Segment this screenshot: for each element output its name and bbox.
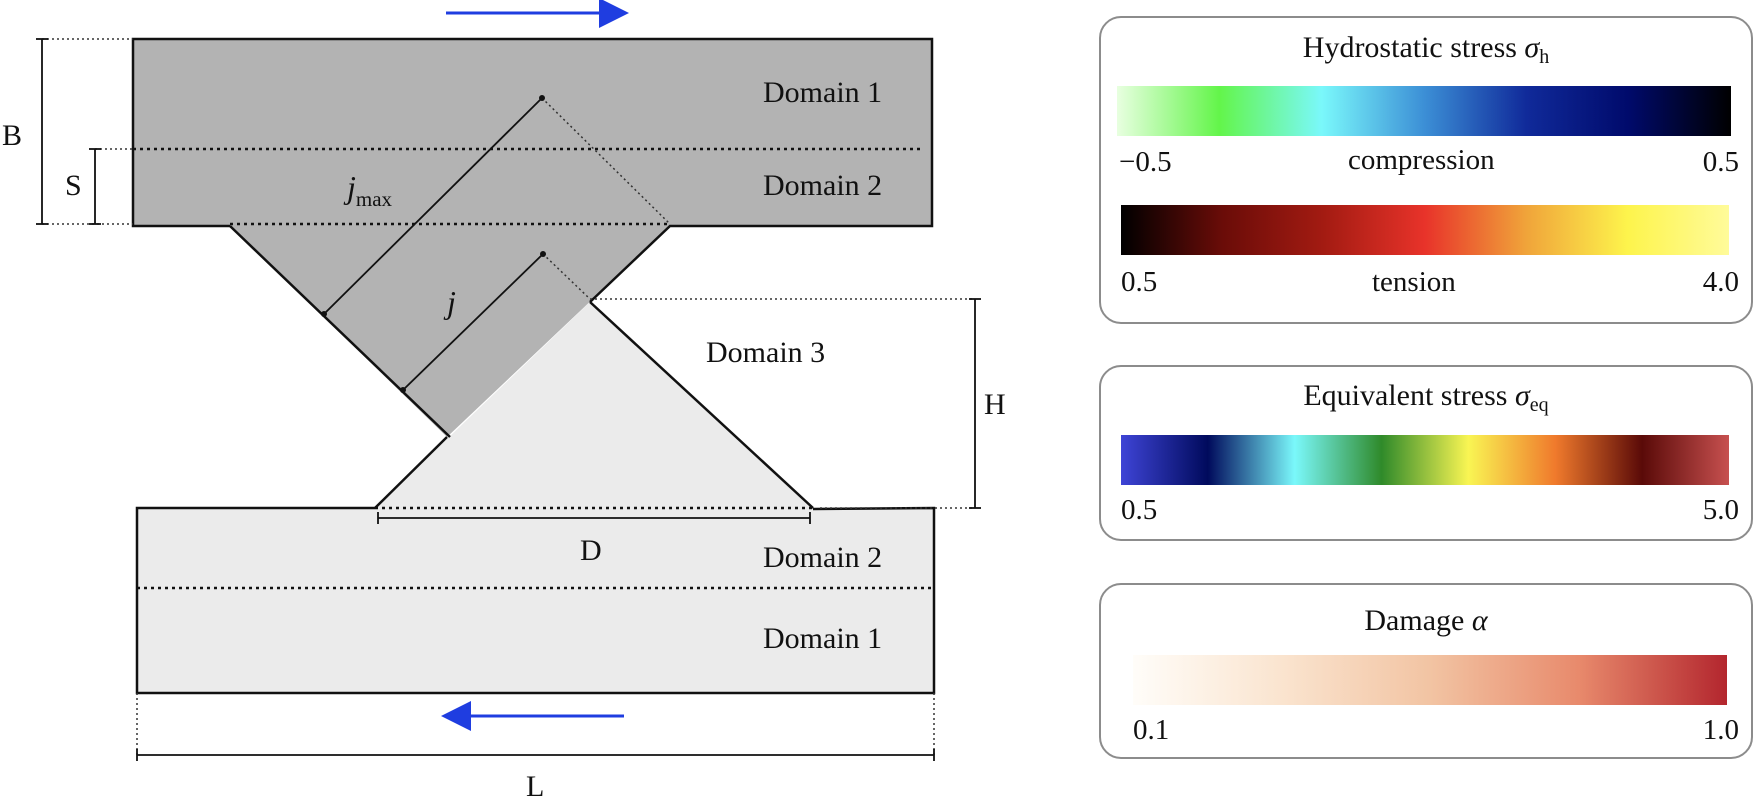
upper-block-outline: [131, 37, 934, 303]
damage-min-label: 0.1: [1133, 714, 1170, 746]
equivalent-min-label: 0.5: [1121, 494, 1158, 526]
colorbar-equivalent: [1121, 435, 1729, 485]
neck-left-edge: [229, 225, 451, 438]
label-top-domain-1: Domain 1: [763, 76, 882, 109]
label-B: B: [2, 119, 22, 152]
compression-max-label: 0.5: [1702, 146, 1739, 178]
label-domain-3: Domain 3: [706, 336, 825, 369]
label-top-domain-2: Domain 2: [763, 169, 882, 202]
upper-block: [133, 39, 932, 437]
label-jmax: jmax: [343, 169, 393, 211]
legend-equivalent-stress: Equivalent stress σeq 0.5 5.0: [1099, 365, 1753, 541]
legend-hydrostatic-title: Hydrostatic stress σh: [1302, 31, 1550, 68]
lower-block: [137, 302, 934, 693]
label-j: j: [443, 284, 456, 320]
label-bottom-domain-1: Domain 1: [763, 622, 882, 655]
damage-max-label: 1.0: [1702, 714, 1739, 746]
compression-label: compression: [1348, 144, 1495, 176]
label-S: S: [65, 169, 82, 202]
lower-block-outline: [135, 506, 936, 695]
label-D: D: [580, 534, 602, 567]
colorbar-tension: [1121, 205, 1729, 255]
triangle-right-edge: [589, 301, 814, 509]
compression-min-label: −0.5: [1119, 146, 1172, 178]
tension-label: tension: [1372, 266, 1456, 298]
colorbar-compression: [1117, 86, 1731, 136]
legend-hydrostatic-stress: Hydrostatic stress σh −0.5 compression 0…: [1099, 16, 1753, 324]
label-bottom-domain-2: Domain 2: [763, 541, 882, 574]
dim-j: [402, 253, 544, 391]
legend-damage-title: Damage α: [1364, 604, 1488, 637]
legend-damage: Damage α 0.1 1.0: [1099, 583, 1753, 759]
legend-equivalent-title: Equivalent stress σeq: [1303, 379, 1549, 416]
tension-max-label: 4.0: [1702, 266, 1739, 298]
label-H: H: [984, 388, 1006, 421]
tension-min-label: 0.5: [1121, 266, 1158, 298]
colorbar-damage: [1133, 655, 1727, 705]
label-L: L: [526, 770, 544, 803]
dim-jmax: [323, 97, 543, 315]
triangle-left-edge: [374, 436, 448, 509]
equivalent-max-label: 5.0: [1702, 494, 1739, 526]
